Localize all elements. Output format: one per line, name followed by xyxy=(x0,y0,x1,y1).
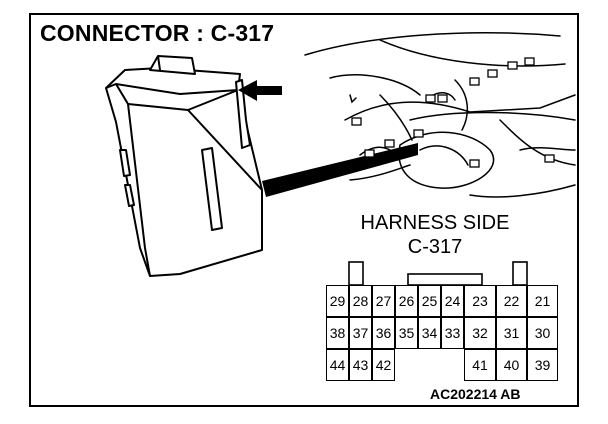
pin-36: 36 xyxy=(372,317,395,349)
pin-22: 22 xyxy=(496,285,527,317)
harness-side-label: HARNESS SIDE xyxy=(360,212,510,234)
pin-25: 25 xyxy=(418,285,441,317)
pin-42: 42 xyxy=(372,349,395,381)
pin-32: 32 xyxy=(464,317,496,349)
pointer-wedge xyxy=(262,143,418,197)
pin-29: 29 xyxy=(326,285,349,317)
pin-43: 43 xyxy=(349,349,372,381)
pin-38: 38 xyxy=(326,317,349,349)
pin-33: 33 xyxy=(441,317,464,349)
pin-40: 40 xyxy=(496,349,527,381)
pin-44: 44 xyxy=(326,349,349,381)
connector-housing xyxy=(348,261,528,286)
pin-39: 39 xyxy=(527,349,558,381)
pin-28: 28 xyxy=(349,285,372,317)
pin-23: 23 xyxy=(464,285,496,317)
connector-id-label: C-317 xyxy=(407,236,463,258)
harness-connectors xyxy=(351,57,555,168)
figure-frame xyxy=(29,13,579,407)
control-unit xyxy=(105,55,263,277)
pin-21: 21 xyxy=(527,285,558,317)
pin-30: 30 xyxy=(527,317,558,349)
pin-26: 26 xyxy=(395,285,418,317)
pin-41: 41 xyxy=(464,349,496,381)
arrow-icon xyxy=(238,80,282,101)
connector-pin-grid: 29 28 27 26 25 24 23 22 21 38 37 36 35 3… xyxy=(326,285,558,381)
vehicle-harness-sketch xyxy=(304,32,576,198)
pin-27: 27 xyxy=(372,285,395,317)
pin-35: 35 xyxy=(395,317,418,349)
pin-31: 31 xyxy=(496,317,527,349)
connector-title: CONNECTOR : C-317 xyxy=(40,20,275,46)
figure-code: AC202214 AB xyxy=(430,386,521,402)
pin-34: 34 xyxy=(418,317,441,349)
pin-24: 24 xyxy=(441,285,464,317)
pin-37: 37 xyxy=(349,317,372,349)
